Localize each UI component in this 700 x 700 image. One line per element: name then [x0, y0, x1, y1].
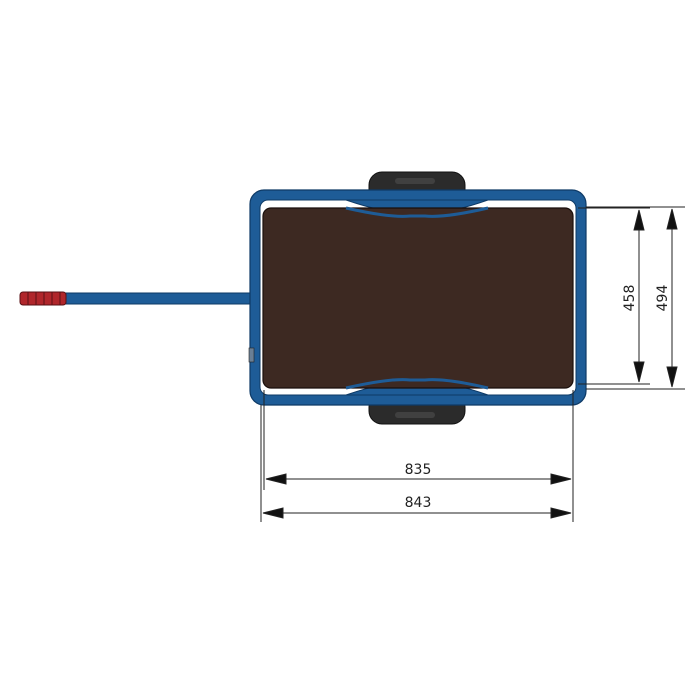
- cargo-bed: [262, 207, 574, 389]
- dim-outer-depth: 494: [655, 285, 671, 312]
- dim-lines-right: [578, 206, 685, 390]
- dim-inner-depth: 458: [622, 285, 638, 312]
- dim-inner-width: 835: [405, 462, 432, 478]
- dim-lines-bottom: [260, 390, 574, 522]
- drawbar: [19, 291, 251, 306]
- dim-outer-width: 843: [405, 495, 432, 511]
